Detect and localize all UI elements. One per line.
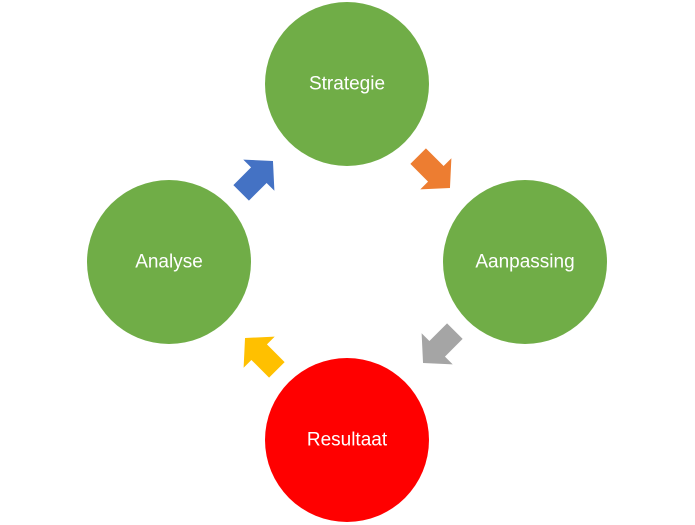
node-aanpassing-circle: [443, 180, 607, 344]
node-aanpassing-label: Aanpassing: [475, 252, 574, 273]
node-strategie: Strategie: [265, 2, 429, 166]
node-aanpassing: Aanpassing: [443, 180, 607, 344]
node-strategie-label: Strategie: [309, 74, 385, 95]
arrow-aanpassing-to-resultaat: [421, 323, 463, 365]
node-analyse: Analyse: [87, 180, 251, 344]
node-analyse-label: Analyse: [135, 252, 203, 273]
node-resultaat-circle: [265, 358, 429, 522]
node-resultaat: Resultaat: [265, 358, 429, 522]
node-resultaat-label: Resultaat: [307, 430, 388, 451]
node-strategie-circle: [265, 2, 429, 166]
arrow-resultaat-to-analyse: [243, 336, 285, 378]
arrow-strategie-to-aanpassing: [410, 148, 452, 190]
node-analyse-circle: [87, 180, 251, 344]
arrow-analyse-to-strategie: [233, 159, 275, 201]
